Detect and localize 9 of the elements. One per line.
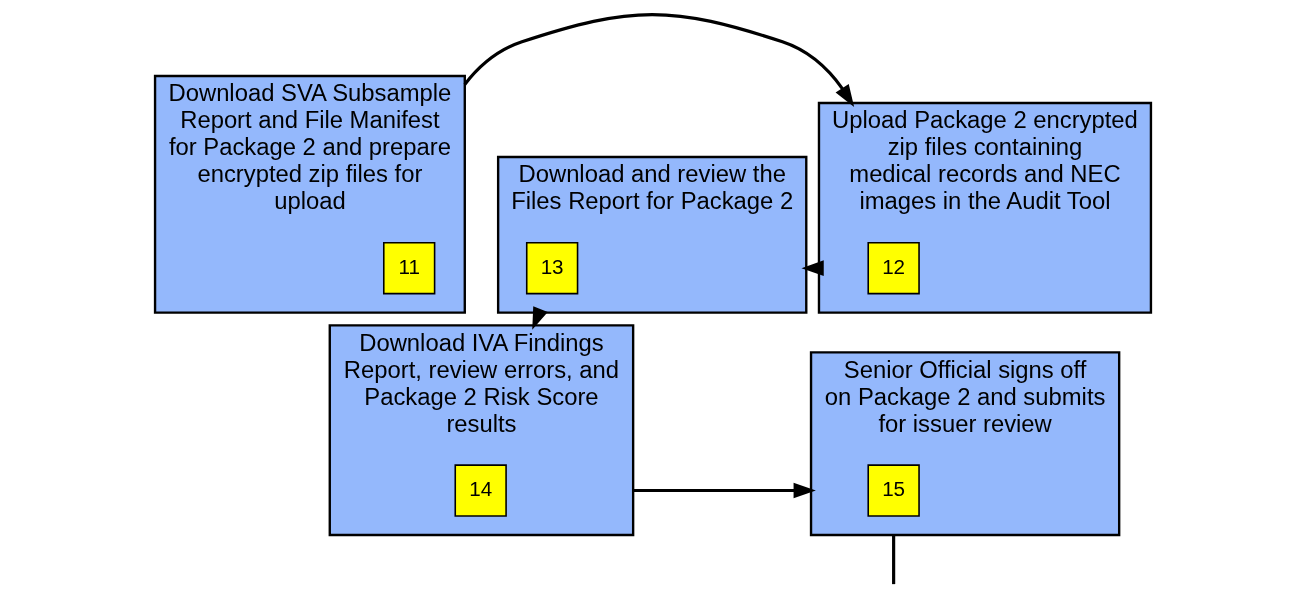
node-box: 12 bbox=[867, 241, 920, 295]
node-box: 11 bbox=[383, 241, 436, 295]
arrow bbox=[801, 260, 824, 276]
node-box: 14 bbox=[454, 464, 507, 517]
arrow bbox=[463, 13, 855, 108]
connector bbox=[892, 535, 896, 585]
node-box: 15 bbox=[867, 464, 920, 517]
node-box: 13 bbox=[525, 241, 579, 295]
arrow bbox=[633, 482, 816, 499]
